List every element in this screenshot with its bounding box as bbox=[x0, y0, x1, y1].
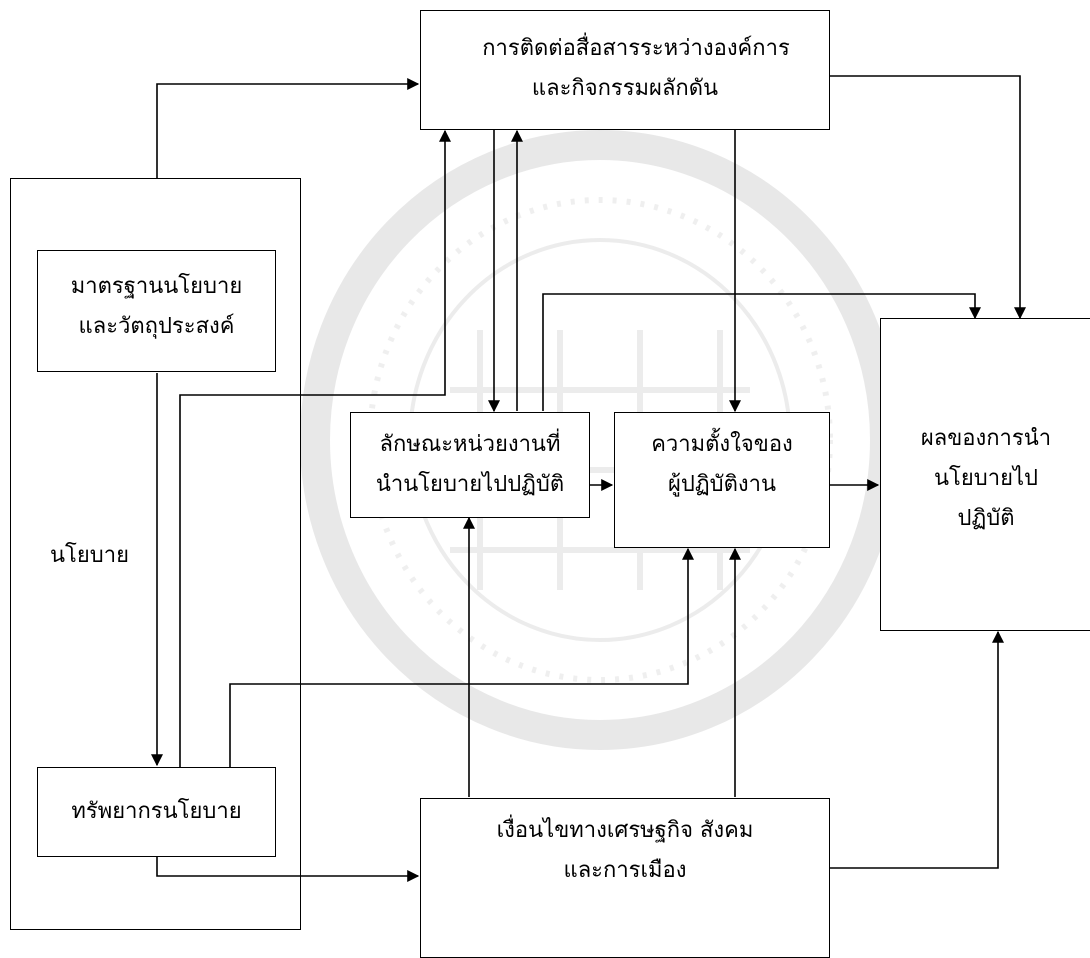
node-outcome-line3: ปฏิบัติ bbox=[957, 506, 1015, 531]
node-communication: การติดต่อสื่อสารระหว่างองค์การ และกิจกรร… bbox=[420, 10, 830, 130]
node-disposition-line2: ผู้ปฏิบัติงาน bbox=[667, 472, 776, 497]
node-outcome-line2: นโยบายไป bbox=[934, 466, 1038, 491]
node-standards-line2: และวัตถุประสงค์ bbox=[78, 314, 235, 339]
arrow-conditions-to-outcome bbox=[830, 630, 1004, 869]
node-agency-line2: นำนโยบายไปปฏิบัติ bbox=[375, 472, 565, 497]
node-standards-line1: มาตรฐานนโยบาย bbox=[70, 274, 243, 299]
node-disposition: ความตั้งใจของ ผู้ปฏิบัติงาน bbox=[614, 412, 830, 548]
node-conditions: เงื่อนไขทางเศรษฐกิจ สังคม และการเมือง bbox=[420, 798, 830, 958]
arrow-resources-to-communication bbox=[179, 129, 451, 796]
arrow-communication-to-outcome bbox=[830, 75, 1026, 320]
node-communication-line2: และกิจกรรมผลักดัน bbox=[531, 76, 719, 101]
node-agency-line1: ลักษณะหน่วยงานที่ bbox=[379, 432, 561, 457]
node-outcome-line1: ผลของการนำ bbox=[920, 426, 1052, 451]
arrow-agency-to-outcome bbox=[542, 293, 981, 411]
left-group-frame bbox=[10, 178, 301, 930]
arrow-frame-to-communication bbox=[156, 78, 420, 178]
arrow-resources-to-disposition bbox=[229, 547, 694, 771]
node-standards: มาตรฐานนโยบาย และวัตถุประสงค์ bbox=[37, 250, 276, 372]
node-conditions-line1: เงื่อนไขทางเศรษฐกิจ สังคม bbox=[496, 818, 754, 843]
node-resources-line1: ทรัพยากรนโยบาย bbox=[71, 799, 242, 824]
edge-label-policy: นโยบาย bbox=[50, 536, 129, 576]
node-disposition-line1: ความตั้งใจของ bbox=[651, 432, 793, 457]
node-outcome: ผลของการนำ นโยบายไป ปฏิบัติ bbox=[880, 318, 1090, 631]
node-conditions-line2: และการเมือง bbox=[563, 858, 687, 883]
node-agency: ลักษณะหน่วยงานที่ นำนโยบายไปปฏิบัติ bbox=[350, 412, 590, 518]
node-communication-line1: การติดต่อสื่อสารระหว่างองค์การ bbox=[482, 36, 790, 61]
arrow-resources-to-conditions bbox=[156, 857, 420, 882]
node-resources: ทรัพยากรนโยบาย bbox=[37, 767, 276, 857]
